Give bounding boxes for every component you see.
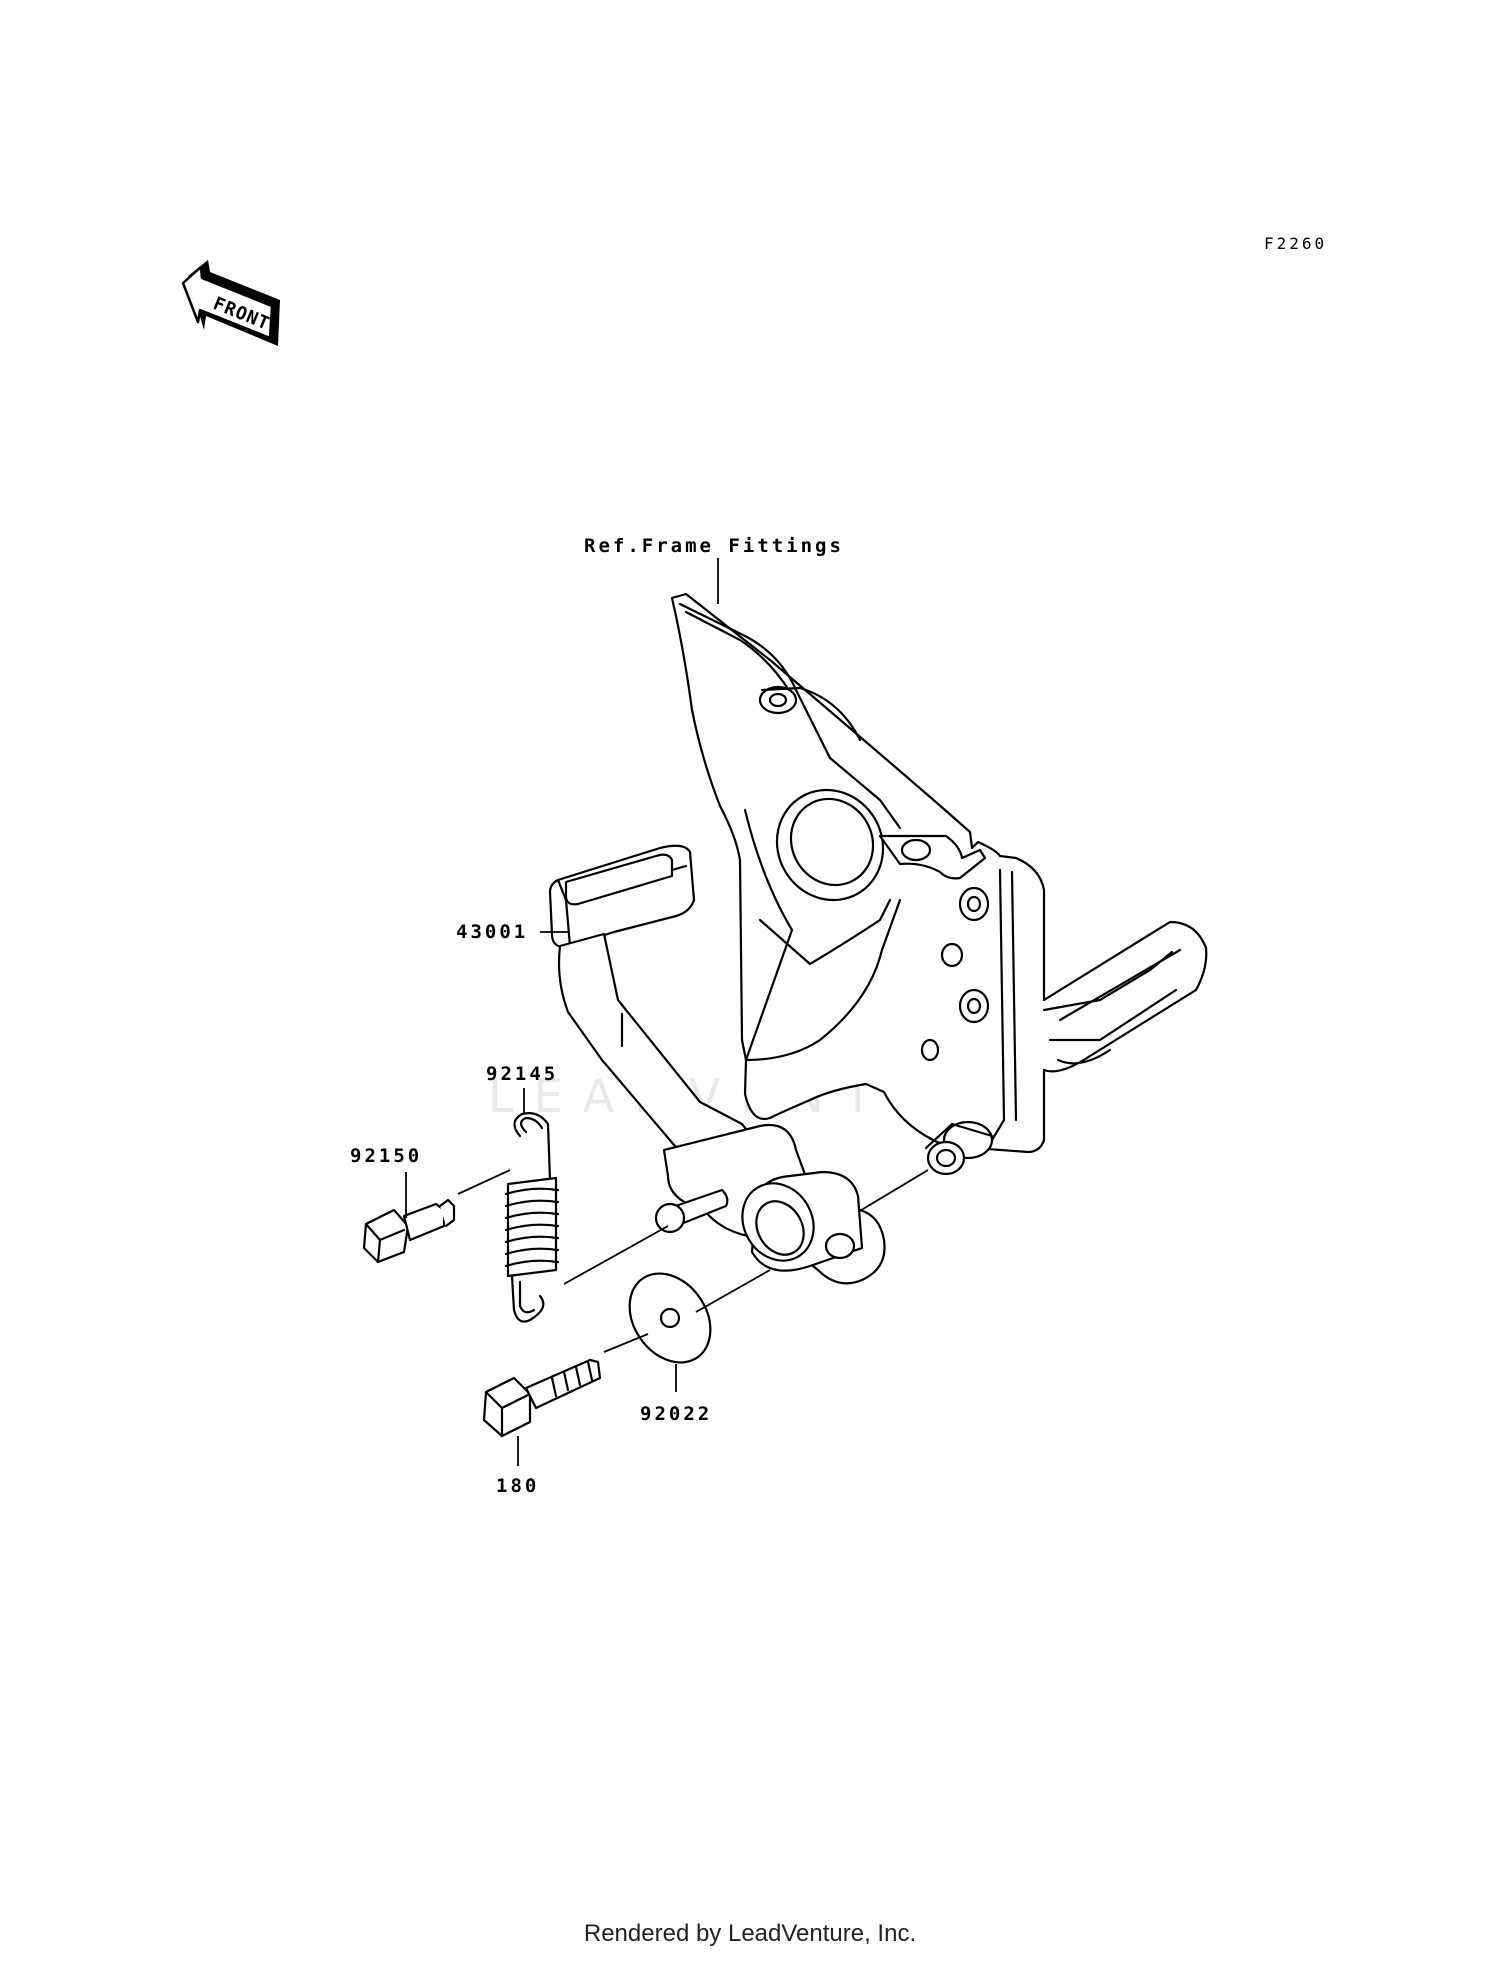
frame-fitting-bracket [670,592,1208,1176]
brake-pedal [548,844,886,1285]
front-direction-arrow-icon: FRONT [181,260,280,346]
render-credit: Rendered by LeadVenture, Inc. [583,1920,917,1947]
pin-bolt [362,1198,456,1264]
diagram-code: F2260 [1264,234,1327,253]
label-92022: 92022 [640,1403,712,1425]
washer [628,1272,712,1364]
bolt [482,1358,602,1438]
label-180: 180 [496,1475,539,1497]
label-92150: 92150 [350,1145,422,1167]
label-43001: 43001 [456,921,528,943]
label-frame-ref: Ref.Frame Fittings [584,535,844,557]
label-92145: 92145 [486,1063,558,1085]
return-spring [504,1112,560,1323]
